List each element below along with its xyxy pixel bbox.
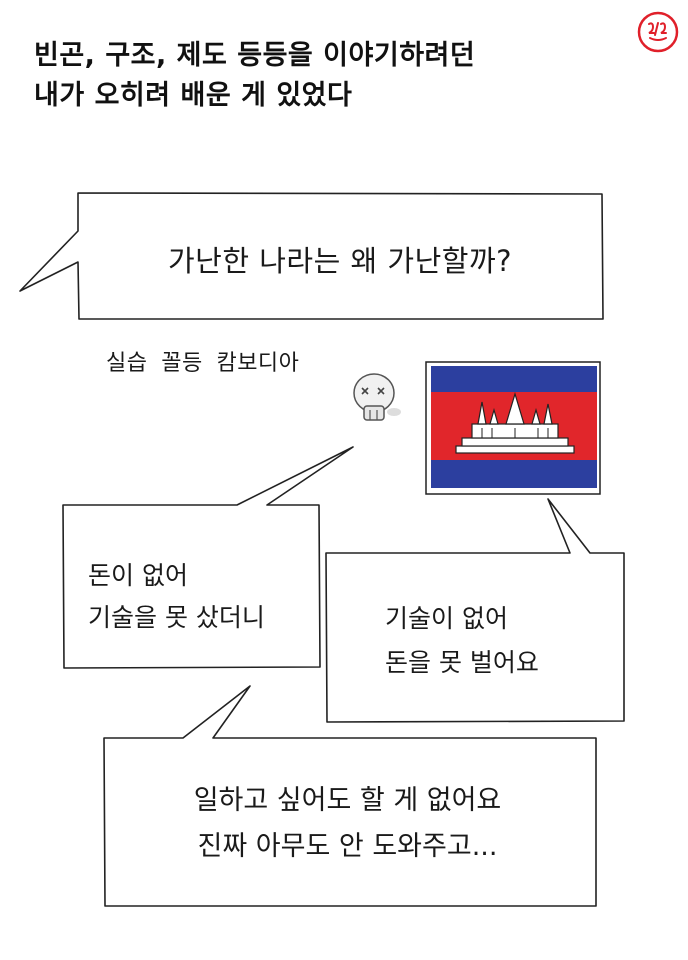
left-bubble-line-1: 돈이 없어 xyxy=(88,561,188,590)
right-bubble-line-1: 기술이 없어 xyxy=(385,604,508,633)
cambodia-flag-icon xyxy=(425,361,601,495)
left-bubble-text: 돈이 없어 기술을 못 샀더니 xyxy=(88,555,265,639)
title-line-1: 빈곤, 구조, 제도 등등을 이야기하려던 xyxy=(34,40,476,71)
logo-stamp-icon xyxy=(637,11,679,53)
skull-icon xyxy=(353,373,401,421)
page-title: 빈곤, 구조, 제도 등등을 이야기하려던 내가 오히려 배운 게 있었다 xyxy=(34,36,594,116)
right-bubble-outline xyxy=(325,498,625,723)
question-text: 가난한 나라는 왜 가난할까? xyxy=(167,244,513,278)
caption-text: 실습 꼴등 캄보디아 xyxy=(106,351,300,376)
question-bubble-outline xyxy=(19,192,604,320)
bottom-bubble-text: 일하고 싶어도 할 게 없어요 진짜 아무도 안 도와주고... xyxy=(100,778,595,870)
bottom-bubble-line-2: 진짜 아무도 안 도와주고... xyxy=(197,831,498,862)
right-bubble-line-2: 돈을 못 벌어요 xyxy=(385,648,539,677)
bottom-bubble-outline xyxy=(103,685,597,907)
right-bubble-text: 기술이 없어 돈을 못 벌어요 xyxy=(385,597,539,685)
left-bubble-outline xyxy=(62,446,354,669)
left-bubble-line-2: 기술을 못 샀더니 xyxy=(88,603,265,632)
title-line-2: 내가 오히려 배운 게 있었다 xyxy=(34,80,353,111)
bottom-bubble-line-1: 일하고 싶어도 할 게 없어요 xyxy=(193,785,502,816)
